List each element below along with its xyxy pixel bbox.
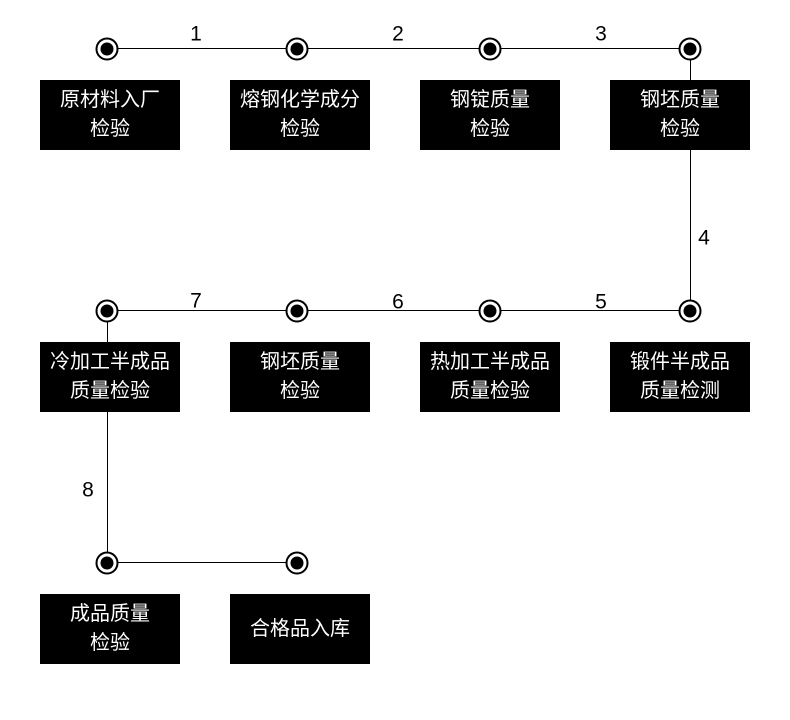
edge-label-8: 8 xyxy=(82,478,94,502)
connector-row2-line xyxy=(107,310,691,311)
node-circle-row3-1 xyxy=(95,551,119,575)
box-qualified-product-storage: 合格品入库 xyxy=(230,594,370,664)
node-circle-row2-3 xyxy=(478,299,502,323)
box-billet-quality-inspection-2: 钢坯质量 检验 xyxy=(230,342,370,412)
edge-label-7: 7 xyxy=(190,289,202,313)
edge-label-6: 6 xyxy=(392,290,404,314)
box-forging-semifinished-testing: 锻件半成品 质量检测 xyxy=(610,342,750,412)
node-circle-row2-4 xyxy=(678,299,702,323)
box-steel-ingot-quality-inspection: 钢锭质量 检验 xyxy=(420,80,560,150)
box-molten-steel-chemical-inspection: 熔钢化学成分 检验 xyxy=(230,80,370,150)
edge-label-3: 3 xyxy=(595,22,607,46)
node-circle-row3-2 xyxy=(285,551,309,575)
node-circle-row1-3 xyxy=(478,37,502,61)
edge-label-1: 1 xyxy=(190,22,202,46)
node-circle-row2-2 xyxy=(285,299,309,323)
edge-label-2: 2 xyxy=(392,22,404,46)
edge-label-4: 4 xyxy=(698,226,710,250)
node-circle-row1-1 xyxy=(95,37,119,61)
connector-step8-line xyxy=(107,310,108,563)
box-hot-worked-semifinished-inspection: 热加工半成品 质量检验 xyxy=(420,342,560,412)
box-raw-material-incoming-inspection: 原材料入厂 检验 xyxy=(40,80,180,150)
edge-label-5: 5 xyxy=(595,290,607,314)
connector-row1-line xyxy=(107,48,691,49)
box-cold-worked-semifinished-inspection: 冷加工半成品 质量检验 xyxy=(40,342,180,412)
box-steel-billet-quality-inspection: 钢坯质量 检验 xyxy=(610,80,750,150)
node-circle-row1-2 xyxy=(285,37,309,61)
connector-step4-line xyxy=(690,48,691,311)
box-finished-product-inspection: 成品质量 检验 xyxy=(40,594,180,664)
node-circle-row1-4 xyxy=(678,37,702,61)
connector-row3-line xyxy=(107,562,298,563)
node-circle-row2-1 xyxy=(95,299,119,323)
